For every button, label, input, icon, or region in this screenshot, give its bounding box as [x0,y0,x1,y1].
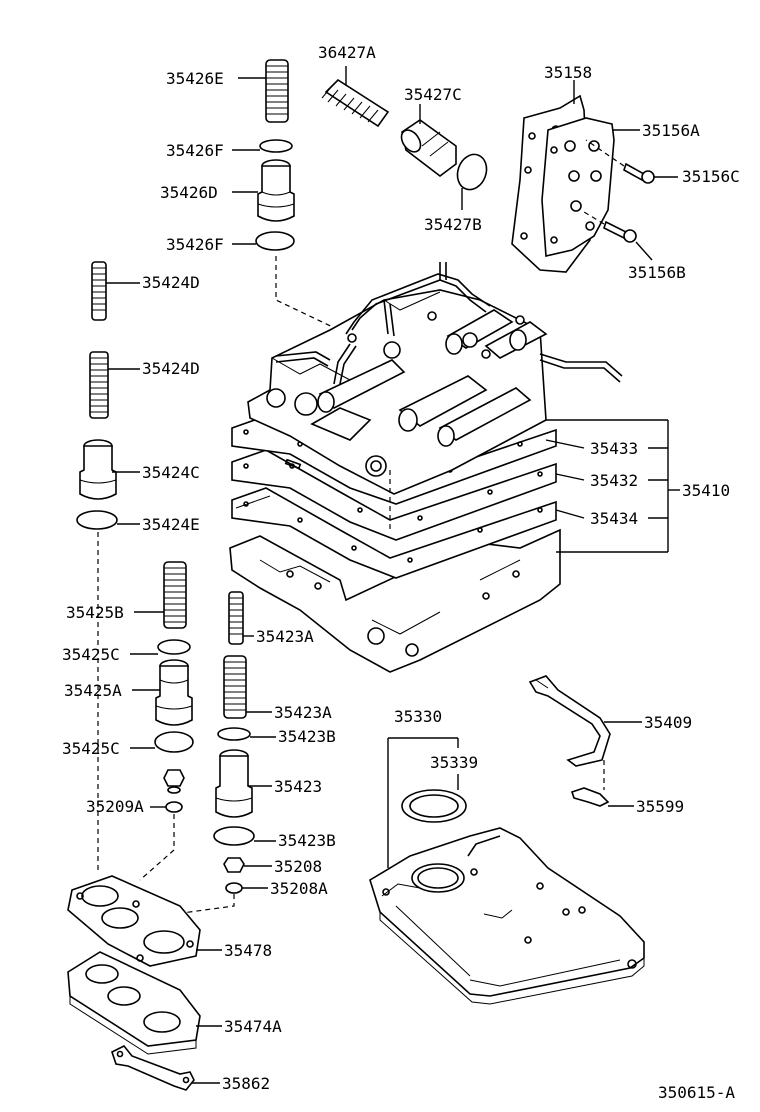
label-35427C: 35427C [404,85,462,104]
drawing-number: 350615-A [658,1083,735,1102]
spring-35424D-bottom [89,351,109,419]
plunger-35426D [257,159,295,222]
label-35424E: 35424E [142,515,200,534]
label-35425B: 35425B [66,603,124,622]
label-35862: 35862 [222,1074,270,1093]
label-35423: 35423 [274,777,322,796]
spring-35409 [528,675,611,767]
label-35423B-bottom: 35423B [278,831,336,850]
label-35410: 35410 [682,481,730,500]
label-35156C: 35156C [682,167,740,186]
label-35432: 35432 [590,471,638,490]
oring-35423B-top [217,727,251,741]
label-35423A-top: 35423A [256,627,314,646]
spring-35423A-top [228,591,244,645]
label-35208A: 35208A [270,879,328,898]
label-35425C-top: 35425C [62,645,120,664]
label-35478: 35478 [224,941,272,960]
spring-35423A-bottom [223,655,247,719]
label-35424C: 35424C [142,463,200,482]
label-35330: 35330 [394,707,442,726]
bracket-35862 [111,1044,195,1091]
label-35426E: 35426E [166,69,224,88]
oring-35427B [456,153,488,191]
label-35425A: 35425A [64,681,122,700]
oring-35208A [225,882,243,894]
label-35423A-bottom: 35423A [274,703,332,722]
oring-35424E [76,510,118,530]
label-35427B: 35427B [424,215,482,234]
label-35426F-bottom: 35426F [166,235,224,254]
spring-35424D-top [91,261,107,321]
oring-35209A [165,801,183,813]
plunger-35425A [155,659,193,726]
label-35425C-bottom: 35425C [62,739,120,758]
bolt-35156B [603,220,637,243]
oring-35423B-bottom [213,826,255,846]
spring-35426E [265,59,289,123]
label-35423B-top: 35423B [278,727,336,746]
label-35158: 35158 [544,63,592,82]
plug-35208 [223,857,245,873]
gasket-35339 [401,789,467,823]
bracket-35599 [570,787,610,807]
oring-35426F-bottom [255,231,295,251]
oring-35425C-bottom [154,731,194,753]
label-36427A: 36427A [318,43,376,62]
bolt-35156C [623,162,655,184]
valve-body-35410 [229,262,623,673]
cover-35474A [67,951,201,1055]
spring-36427A [321,78,390,128]
label-35424D-bottom: 35424D [142,359,200,378]
label-35424D-top: 35424D [142,273,200,292]
spring-35425B [163,561,187,629]
plug-35209A [163,769,185,794]
solenoid-35156A [541,117,615,257]
oring-35426F-top [259,139,293,153]
gasket-35478 [67,875,201,967]
sleeve-35427C [400,119,457,178]
label-35426F-top: 35426F [166,141,224,160]
part-labels: 35426E 35426F 35426D 35426F 36427A 35427… [62,43,740,1102]
label-35156A: 35156A [642,121,700,140]
label-35426D: 35426D [160,183,218,202]
label-35599: 35599 [636,797,684,816]
label-35209A: 35209A [86,797,144,816]
label-35433: 35433 [590,439,638,458]
plunger-35423 [215,749,253,818]
label-35208: 35208 [274,857,322,876]
label-35339: 35339 [430,753,478,772]
label-35474A: 35474A [224,1017,282,1036]
oil-pan-35330 [369,827,645,1005]
oring-35425C-top [157,639,191,655]
label-35409: 35409 [644,713,692,732]
plunger-35424C [79,439,117,500]
label-35434: 35434 [590,509,638,528]
label-35156B: 35156B [628,263,686,282]
